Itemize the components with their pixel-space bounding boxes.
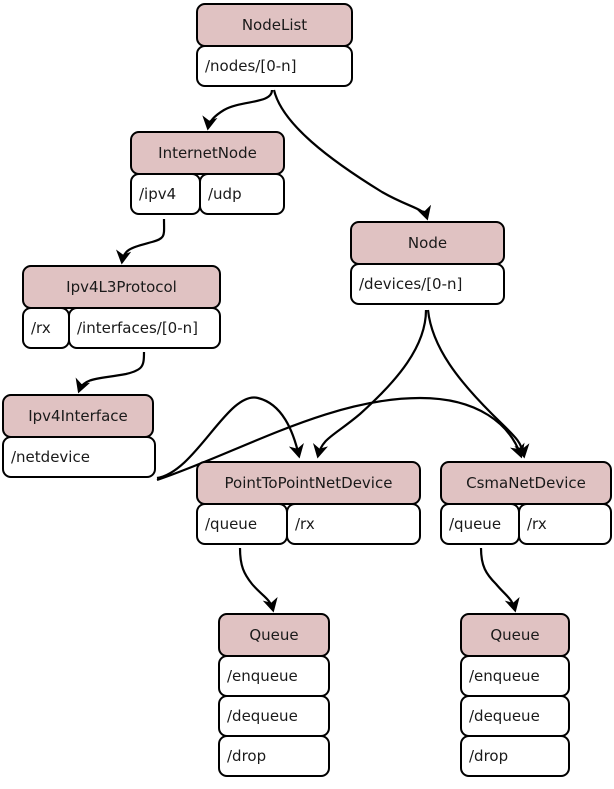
node-queue-p2p[interactable]: Queue/enqueue/dequeue/drop [218, 613, 330, 777]
slot-p2pnetdevice-0[interactable]: /queue [196, 503, 288, 545]
slot-csmanetdevice-0[interactable]: /queue [440, 503, 520, 545]
slot-container-queue-csma: /enqueue/dequeue/drop [460, 655, 570, 777]
slot-ipv4l3protocol-0[interactable]: /rx [22, 307, 70, 349]
node-header-p2pnetdevice: PointToPointNetDevice [196, 461, 421, 505]
node-header-ipv4l3protocol: Ipv4L3Protocol [22, 265, 221, 309]
slot-nodelist-0[interactable]: /nodes/[0-n] [196, 45, 353, 87]
edge-csmanetdevice-queue-to-queue [479, 547, 520, 613]
slot-queue-csma-0[interactable]: /enqueue [460, 655, 570, 697]
edge-p2pnetdevice-queue-to-queue [238, 547, 278, 613]
slot-queue-csma-2[interactable]: /drop [460, 735, 570, 777]
slot-csmanetdevice-1[interactable]: /rx [518, 503, 612, 545]
slot-internetnode-0[interactable]: /ipv4 [130, 173, 201, 215]
slot-queue-p2p-0[interactable]: /enqueue [218, 655, 330, 697]
node-queue-csma[interactable]: Queue/enqueue/dequeue/drop [460, 613, 570, 777]
slot-container-internetnode: /ipv4/udp [130, 173, 285, 215]
slot-container-ipv4l3protocol: /rx/interfaces/[0-n] [22, 307, 221, 349]
slot-queue-p2p-2[interactable]: /drop [218, 735, 330, 777]
edge-node-devices-to-csmanetdevice [426, 309, 530, 459]
node-header-nodelist: NodeList [196, 3, 353, 47]
slot-queue-p2p-1[interactable]: /dequeue [218, 695, 330, 737]
node-header-csmanetdevice: CsmaNetDevice [440, 461, 612, 505]
slot-p2pnetdevice-1[interactable]: /rx [286, 503, 421, 545]
slot-container-csmanetdevice: /queue/rx [440, 503, 612, 545]
slot-ipv4l3protocol-1[interactable]: /interfaces/[0-n] [68, 307, 221, 349]
node-ipv4l3protocol[interactable]: Ipv4L3Protocol/rx/interfaces/[0-n] [22, 265, 221, 349]
node-header-queue-csma: Queue [460, 613, 570, 657]
node-header-internetnode: InternetNode [130, 131, 285, 175]
node-nodelist[interactable]: NodeList/nodes/[0-n] [196, 3, 353, 87]
slot-internetnode-1[interactable]: /udp [199, 173, 285, 215]
node-internetnode[interactable]: InternetNode/ipv4/udp [130, 131, 285, 215]
node-csmanetdevice[interactable]: CsmaNetDevice/queue/rx [440, 461, 612, 545]
node-header-ipv4interface: Ipv4Interface [2, 394, 154, 438]
node-header-queue-p2p: Queue [218, 613, 330, 657]
edge-internetnode-ipv4-to-ipv4l3protocol [116, 218, 166, 265]
slot-container-node: /devices/[0-n] [350, 263, 505, 305]
slot-container-nodelist: /nodes/[0-n] [196, 45, 353, 87]
slot-node-0[interactable]: /devices/[0-n] [350, 263, 505, 305]
slot-container-ipv4interface: /netdevice [2, 436, 156, 478]
slot-container-queue-p2p: /enqueue/dequeue/drop [218, 655, 330, 777]
node-header-node: Node [350, 221, 505, 265]
edge-node-devices-to-p2pnetdevice [312, 309, 428, 459]
edge-ipv4l3protocol-interfaces-to-ipv4interface [75, 351, 146, 394]
edge-nodelist-to-node [272, 89, 432, 221]
node-node[interactable]: Node/devices/[0-n] [350, 221, 505, 305]
node-ipv4interface[interactable]: Ipv4Interface/netdevice [2, 394, 156, 478]
slot-container-p2pnetdevice: /queue/rx [196, 503, 421, 545]
slot-queue-csma-1[interactable]: /dequeue [460, 695, 570, 737]
node-p2pnetdevice[interactable]: PointToPointNetDevice/queue/rx [196, 461, 421, 545]
slot-ipv4interface-0[interactable]: /netdevice [2, 436, 156, 478]
edge-nodelist-to-internetnode [202, 89, 274, 131]
